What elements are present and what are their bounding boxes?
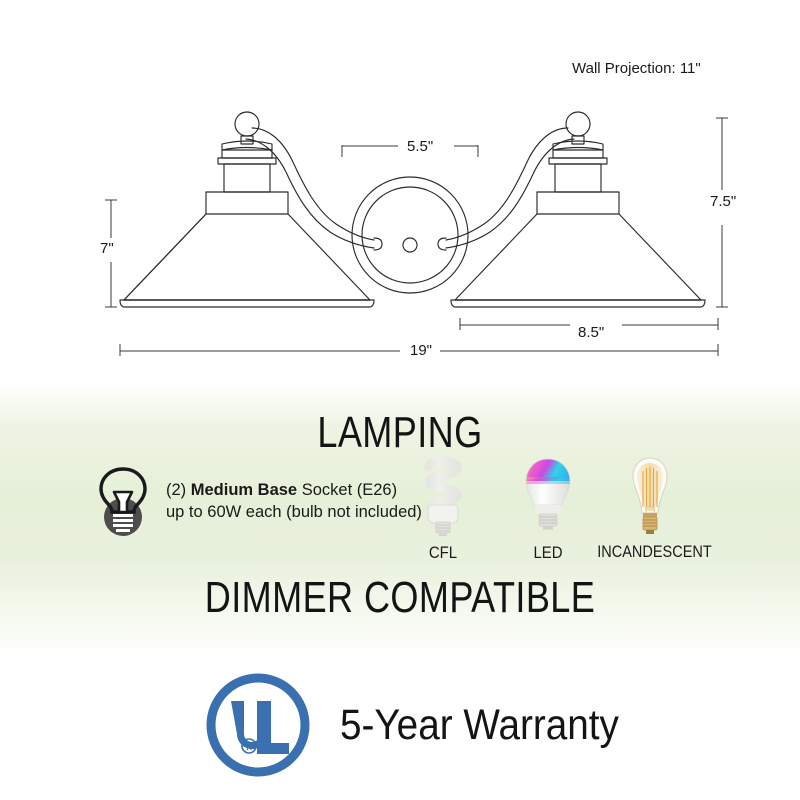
dimmer-compatible-heading: DIMMER COMPATIBLE: [204, 573, 596, 622]
dimension-label-shade-width: 8.5": [574, 324, 609, 341]
dimension-19: [119, 344, 719, 356]
registered-trademark-glyph: R: [246, 742, 252, 752]
bulb-label-incandescent: INCANDESCENT: [597, 543, 712, 561]
ul-certification-logo: R: [206, 673, 310, 777]
right-arm: [437, 127, 575, 251]
warranty-section: R 5-Year Warranty: [0, 655, 800, 800]
wall-backplate: [351, 176, 469, 294]
led-bulb-icon: [525, 458, 571, 530]
lamping-heading: LAMPING: [317, 408, 483, 457]
dimension-label-overall-width: 19": [406, 342, 437, 359]
bulb-option-incandescent: INCANDESCENT: [590, 455, 712, 562]
socket-line-1: (2) Medium Base Socket (E26): [166, 479, 422, 501]
socket-suffix: Socket (E26): [297, 481, 398, 499]
dimension-label-shade-height: 7": [96, 240, 118, 257]
light-bulb-icon: [99, 467, 147, 536]
socket-line-2: up to 60W each (bulb not included): [166, 503, 422, 521]
dimension-7: [105, 199, 117, 308]
cfl-bulb-icon: [424, 457, 462, 536]
socket-description: (2) Medium Base Socket (E26) up to 60W e…: [166, 479, 422, 523]
left-shade-assembly: [119, 111, 375, 308]
bulb-option-cfl: CFL: [383, 455, 503, 563]
incandescent-bulb-icon: [632, 457, 668, 534]
bulb-label-cfl: CFL: [428, 543, 458, 562]
bulb-option-led: LED: [488, 455, 608, 563]
technical-drawing-section: Wall Projection: 11" 5.5" 7.5" 7" 8.5" 1…: [0, 0, 800, 383]
dimension-label-center-width: 5.5": [403, 138, 438, 155]
socket-type: Medium Base: [190, 481, 298, 499]
dimension-8_5: [459, 318, 719, 330]
socket-count: (2): [166, 481, 191, 499]
dimension-7_5: [716, 117, 728, 308]
dimension-5_5: [341, 145, 479, 157]
dimension-label-fixture-height: 7.5": [706, 193, 741, 210]
socket-info-block: (2) Medium Base Socket (E26) up to 60W e…: [92, 465, 422, 537]
right-shade-assembly: [450, 111, 706, 308]
fixture-line-drawing: [105, 111, 728, 356]
bulb-label-led: LED: [533, 543, 563, 562]
warranty-text: 5-Year Warranty: [340, 701, 619, 749]
dimension-lines: [105, 117, 728, 356]
lamping-section: LAMPING (2) Medium Base Socket (E26) up …: [0, 383, 800, 655]
wall-projection-label: Wall Projection: 11": [572, 60, 701, 77]
